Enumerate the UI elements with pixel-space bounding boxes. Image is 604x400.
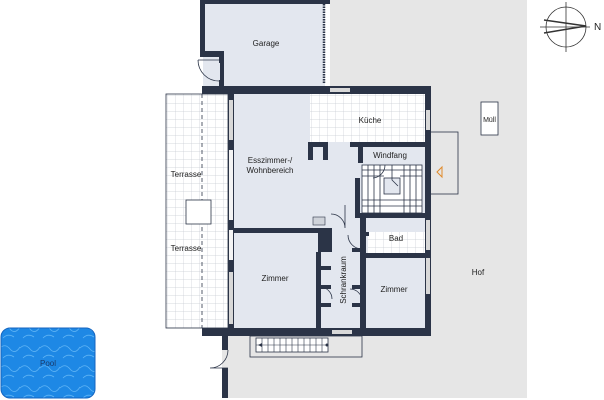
- stove: [318, 228, 332, 252]
- label-bath: Bad: [389, 234, 403, 243]
- door-swing[interactable]: [209, 349, 229, 369]
- label-pool: Pool: [40, 359, 56, 368]
- compass-north-label: N: [594, 22, 601, 33]
- window: [426, 258, 430, 294]
- exterior-stairs: [255, 337, 329, 353]
- label-kitchen: Küche: [359, 116, 382, 125]
- window: [229, 272, 233, 324]
- label-living-2: Wohnbereich: [247, 166, 294, 175]
- label-terrace-lower: Terrasse: [171, 244, 202, 253]
- windfang-floor: [363, 150, 423, 162]
- compass-icon: [540, 2, 590, 52]
- window: [229, 100, 233, 140]
- kitchen-floor: [310, 94, 425, 142]
- label-garage: Garage: [253, 39, 280, 48]
- door-swing[interactable]: [372, 164, 386, 179]
- staircase: [361, 164, 423, 214]
- label-bin: Müll: [483, 117, 496, 124]
- garage-side-door[interactable]: [197, 59, 220, 82]
- entrance-arrow-icon: [436, 165, 443, 179]
- bin-area: [480, 101, 499, 136]
- label-living-1: Esszimmer-/: [248, 156, 293, 165]
- window: [332, 330, 352, 334]
- label-room-left: Zimmer: [261, 274, 288, 283]
- chimney: [308, 142, 328, 160]
- window: [330, 88, 350, 92]
- door-swing[interactable]: [347, 234, 363, 250]
- window: [426, 110, 430, 130]
- door-swing[interactable]: [330, 205, 346, 229]
- label-windfang: Windfang: [373, 151, 407, 160]
- label-room-right: Zimmer: [380, 285, 407, 294]
- bath-floor: [368, 232, 425, 254]
- label-terrace-upper: Terrasse: [171, 170, 202, 179]
- entrance-stoop: [429, 131, 459, 195]
- door-swing[interactable]: [319, 286, 333, 300]
- terrace-door[interactable]: [229, 150, 233, 220]
- pool: [0, 327, 96, 399]
- label-yard: Hof: [472, 268, 485, 277]
- window: [426, 220, 430, 250]
- terrace-planter: [185, 199, 212, 225]
- label-closet: Schrankraum: [339, 256, 348, 304]
- door-swing[interactable]: [349, 288, 363, 302]
- terrace-door[interactable]: [229, 230, 233, 260]
